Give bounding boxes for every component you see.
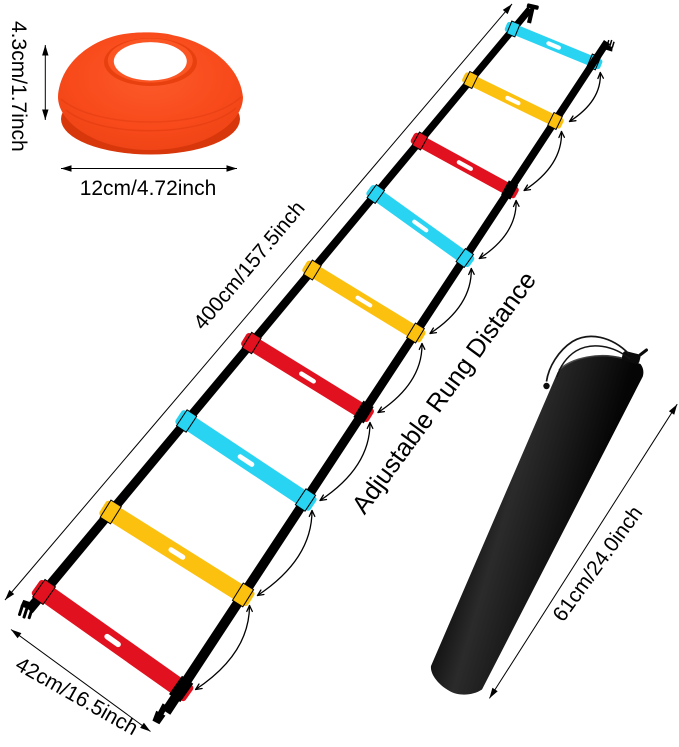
- svg-text:4.3cm/1.7inch: 4.3cm/1.7inch: [7, 21, 30, 152]
- svg-text:12cm/4.72inch: 12cm/4.72inch: [80, 177, 217, 200]
